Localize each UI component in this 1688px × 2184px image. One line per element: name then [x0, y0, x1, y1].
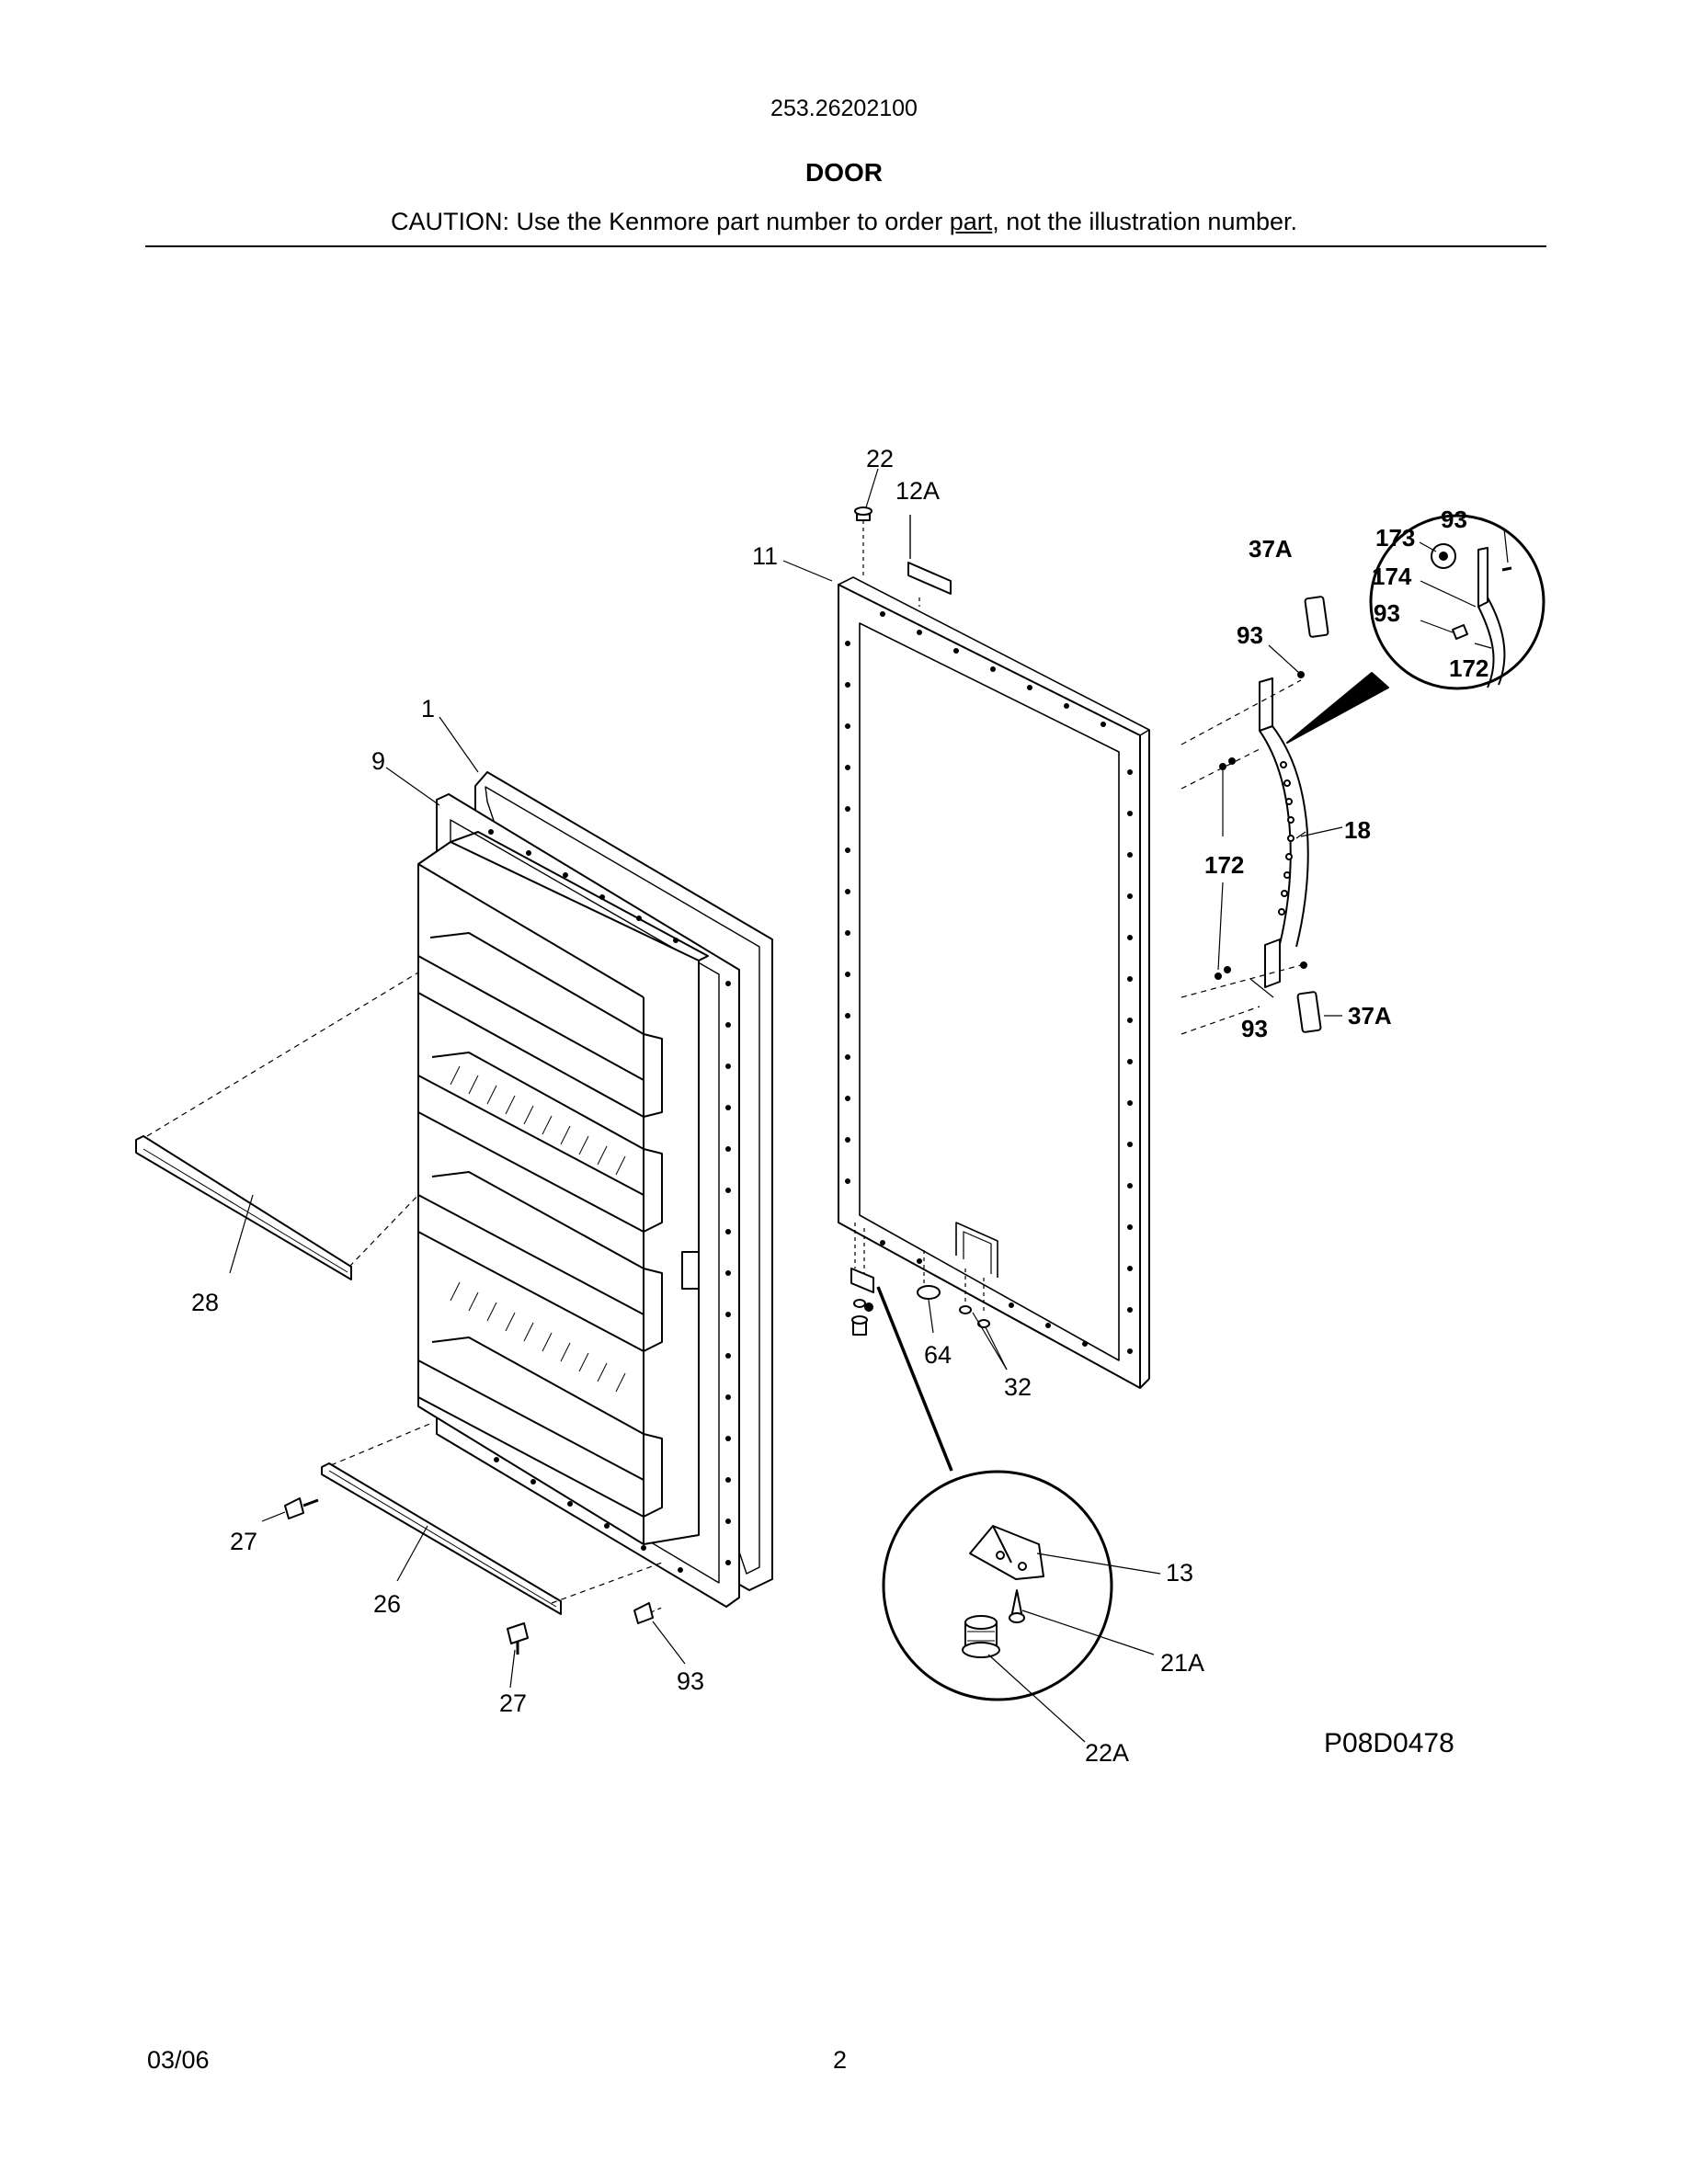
bottom-bar-26	[321, 1422, 663, 1615]
callout-93-handle-top: 93	[1237, 621, 1263, 649]
callout-93-screw: 93	[677, 1667, 704, 1695]
fastener-27-left	[284, 1497, 319, 1519]
end-cap-37A-bottom	[1296, 991, 1322, 1033]
callout-93-inset-b: 93	[1374, 599, 1400, 627]
callout-11: 11	[752, 542, 778, 570]
page-number: 2	[833, 2046, 848, 2074]
caution-note: CAUTION: Use the Kenmore part number to …	[0, 208, 1688, 236]
callout-37A-bottom: 37A	[1348, 1002, 1392, 1029]
callout-28: 28	[191, 1289, 219, 1316]
plug-22-top	[854, 506, 873, 579]
caution-suffix: , not the illustration number.	[992, 208, 1297, 235]
door-liner-shelves	[417, 831, 709, 1545]
door-handle-18	[1180, 671, 1389, 1035]
callout-93-inset-a: 93	[1441, 506, 1467, 533]
callout-18: 18	[1344, 816, 1371, 844]
end-cap-37A-top	[1304, 596, 1329, 638]
callout-12A: 12A	[895, 477, 940, 505]
header-rule	[145, 245, 1546, 247]
callout-173: 173	[1375, 524, 1415, 552]
callout-174: 174	[1372, 563, 1412, 590]
model-number: 253.26202100	[770, 96, 918, 121]
screw-93-bottom	[633, 1602, 665, 1624]
callout-172-handle: 172	[1204, 851, 1244, 879]
callout-26: 26	[373, 1590, 401, 1618]
callout-27-bottom: 27	[499, 1689, 527, 1717]
label-12A-plate	[907, 515, 952, 607]
handle-detail-inset	[1369, 514, 1545, 690]
callout-93-handle-bottom: 93	[1241, 1015, 1268, 1042]
shelf-bar-28	[135, 972, 419, 1280]
footer-date: 03/06	[147, 2046, 210, 2074]
door-panel-11	[838, 576, 1150, 1389]
callout-22A: 22A	[1085, 1739, 1129, 1767]
callout-13: 13	[1166, 1559, 1193, 1587]
callout-64: 64	[924, 1341, 952, 1369]
callout-172-inset: 172	[1449, 654, 1488, 682]
callout-37A-top: 37A	[1249, 535, 1293, 563]
caution-underlined-word: part	[949, 208, 993, 235]
caution-prefix: CAUTION: Use the Kenmore part number to …	[391, 208, 950, 235]
hinge-detail-inset	[882, 1470, 1113, 1701]
callout-9: 9	[371, 747, 385, 775]
callout-27-left: 27	[230, 1528, 257, 1555]
section-title: DOOR	[805, 158, 883, 187]
door-bottom-hardware	[850, 1223, 990, 1472]
figure-id: P08D0478	[1324, 1728, 1454, 1758]
callout-32: 32	[1004, 1373, 1032, 1401]
callout-21A: 21A	[1160, 1649, 1204, 1677]
fastener-27-bottom	[507, 1622, 529, 1655]
callout-1: 1	[421, 695, 435, 722]
callout-22: 22	[866, 445, 894, 472]
